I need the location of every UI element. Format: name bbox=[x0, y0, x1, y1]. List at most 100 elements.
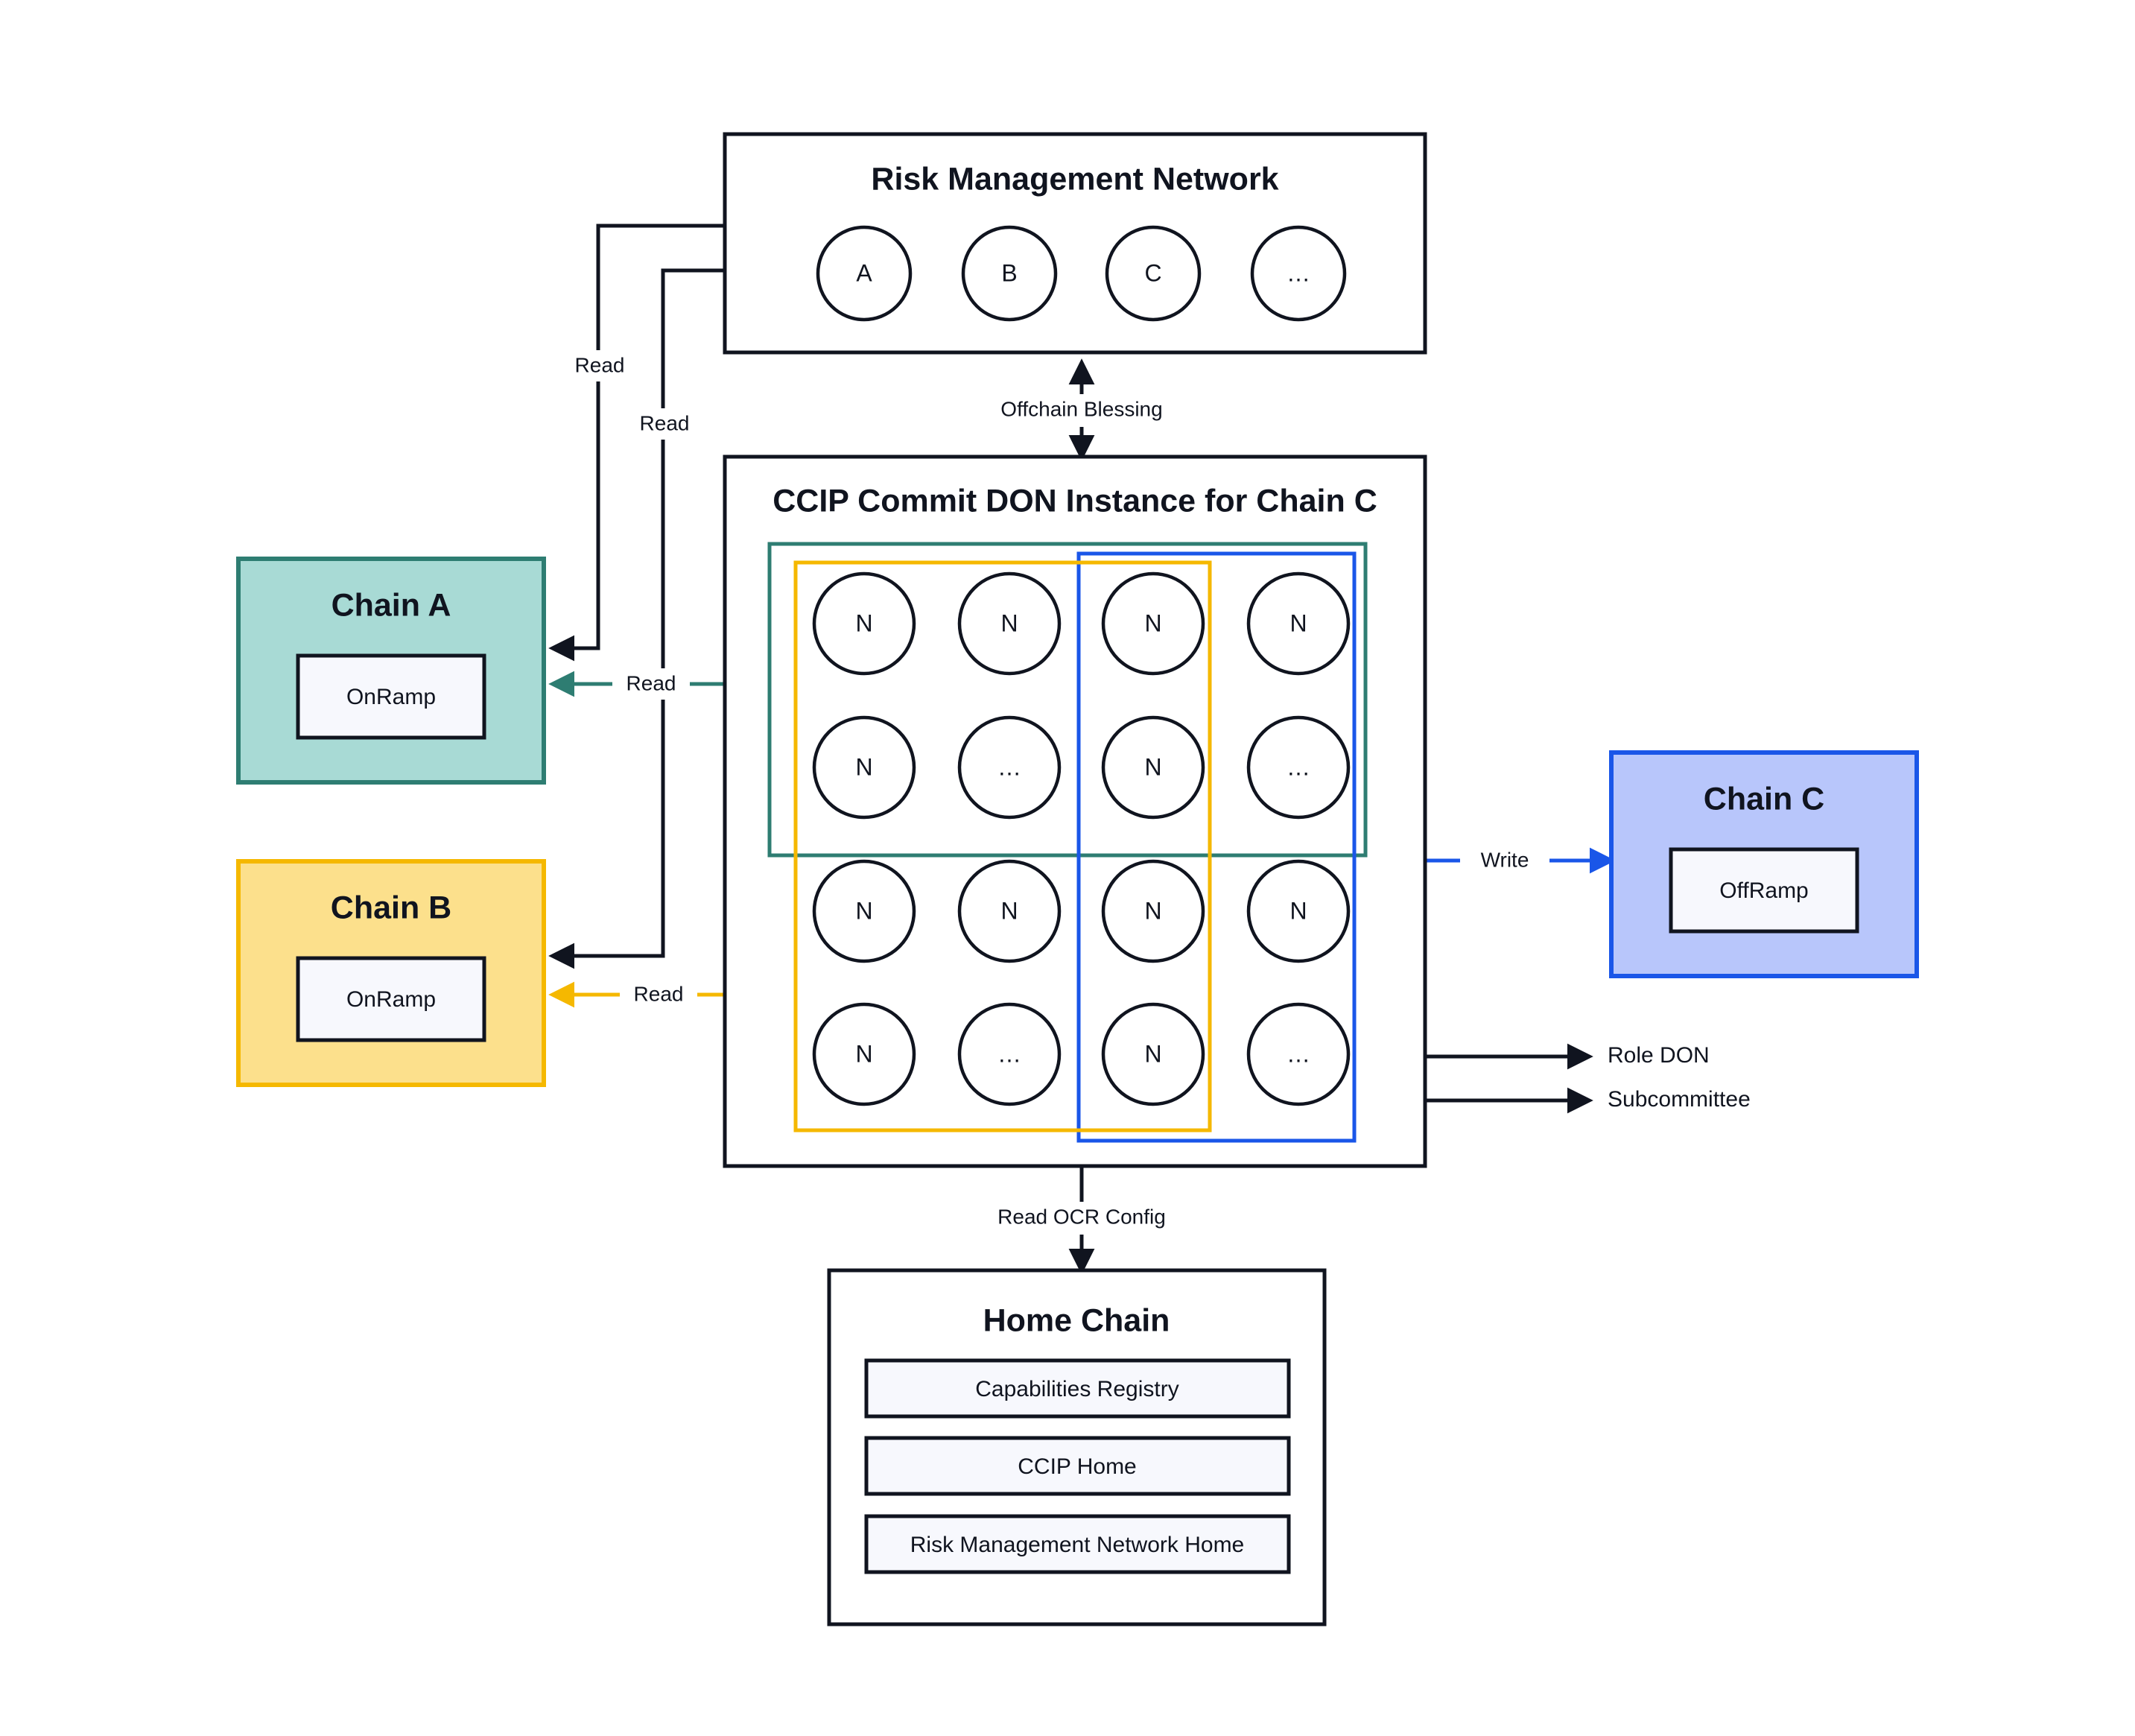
chain-c-offramp-box[interactable] bbox=[1669, 847, 1859, 934]
don-node-r3c1-label: N bbox=[855, 897, 872, 924]
chain-b-onramp-box[interactable] bbox=[296, 956, 486, 1042]
don-node-r2c3[interactable]: N bbox=[1101, 715, 1205, 820]
legend-role-don-label: Role DON bbox=[1608, 1043, 1710, 1068]
don-node-r2c2-circle bbox=[957, 715, 1062, 820]
don-node-r4c3[interactable]: N bbox=[1101, 1002, 1205, 1106]
chain-a-title: Chain A bbox=[331, 587, 451, 623]
home-chain-contract-rmn-home[interactable]: Risk Management Network Home bbox=[864, 1514, 1291, 1574]
don-node-r3c1-circle bbox=[812, 859, 916, 963]
rmn-node-ellipsis[interactable]: … bbox=[1250, 225, 1347, 322]
chain-b-box[interactable]: Chain B OnRamp bbox=[236, 859, 546, 1087]
rmn-node-c-label: C bbox=[1144, 259, 1161, 286]
ccip-home-label: CCIP Home bbox=[1018, 1454, 1137, 1479]
rmn-node-a[interactable]: A bbox=[816, 225, 913, 322]
don-node-r1c4-circle bbox=[1246, 571, 1351, 676]
rmn-node-b-label: B bbox=[1001, 259, 1017, 286]
rmn-node-b[interactable]: B bbox=[961, 225, 1058, 322]
don-node-r2c2-label: … bbox=[997, 753, 1021, 780]
don-node-r4c3-label: N bbox=[1144, 1040, 1161, 1067]
don-node-r1c1-label: N bbox=[855, 609, 872, 636]
don-node-r3c4-circle bbox=[1246, 859, 1351, 963]
don-node-r4c4-circle bbox=[1246, 1002, 1351, 1106]
rmn-node-a-label: A bbox=[856, 259, 872, 286]
don-node-r2c2[interactable]: … bbox=[957, 715, 1062, 820]
don-node-r4c3-circle bbox=[1101, 1002, 1205, 1106]
chain-b-title: Chain B bbox=[331, 890, 451, 925]
don-node-r3c4[interactable]: N bbox=[1246, 859, 1351, 963]
don-node-r1c4[interactable]: N bbox=[1246, 571, 1351, 676]
commit-don-box[interactable]: CCIP Commit DON Instance for Chain C N N… bbox=[723, 454, 1427, 1168]
label-don-read-chain-a: Read bbox=[612, 668, 690, 700]
chain-b-onramp-label: OnRamp bbox=[346, 987, 436, 1012]
label-don-read-chain-a-text: Read bbox=[626, 671, 676, 694]
don-node-r1c3[interactable]: N bbox=[1101, 571, 1205, 676]
edge-rmn-read-chain-b bbox=[548, 268, 725, 969]
rmn-node-a-circle bbox=[816, 225, 913, 322]
don-node-r1c3-circle bbox=[1101, 571, 1205, 676]
rmn-home-label: Risk Management Network Home bbox=[910, 1533, 1245, 1557]
don-node-r4c2-label: … bbox=[997, 1040, 1021, 1067]
label-rmn-read-chain-a: Read bbox=[562, 350, 637, 381]
don-node-r1c2[interactable]: N bbox=[957, 571, 1062, 676]
risk-management-network-box[interactable]: Risk Management Network A B C … bbox=[723, 132, 1427, 355]
rmn-node-c[interactable]: C bbox=[1105, 225, 1202, 322]
chain-c-offramp-label: OffRamp bbox=[1719, 878, 1809, 903]
rmn-home-box bbox=[864, 1514, 1291, 1574]
label-offchain-blessing: Offchain Blessing bbox=[976, 394, 1192, 427]
rmn-node-ellipsis-label: … bbox=[1287, 259, 1310, 286]
label-don-read-chain-b: Read bbox=[620, 979, 697, 1010]
don-node-r2c4-circle bbox=[1246, 715, 1351, 820]
commit-don-title: CCIP Commit DON Instance for Chain C bbox=[773, 483, 1377, 519]
don-node-r2c1[interactable]: N bbox=[812, 715, 916, 820]
don-node-r3c2-label: N bbox=[1000, 897, 1018, 924]
label-read-ocr-config: Read OCR Config bbox=[974, 1202, 1190, 1235]
rmn-node-ellipsis-circle bbox=[1250, 225, 1347, 322]
label-rmn-read-chain-b: Read bbox=[627, 408, 702, 440]
label-offchain-blessing-text: Offchain Blessing bbox=[1000, 397, 1162, 420]
don-node-r1c1[interactable]: N bbox=[812, 571, 916, 676]
don-node-r2c1-label: N bbox=[855, 753, 872, 780]
home-chain-title: Home Chain bbox=[983, 1302, 1170, 1338]
label-read-ocr-config-text: Read OCR Config bbox=[997, 1205, 1166, 1228]
chain-a-onramp-label: OnRamp bbox=[346, 685, 436, 709]
don-node-r2c1-circle bbox=[812, 715, 916, 820]
label-don-read-chain-b-text: Read bbox=[634, 982, 684, 1005]
don-node-r3c2[interactable]: N bbox=[957, 859, 1062, 963]
home-chain-box[interactable]: Home Chain Capabilities Registry CCIP Ho… bbox=[827, 1268, 1327, 1626]
home-chain-contract-ccip-home[interactable]: CCIP Home bbox=[864, 1436, 1291, 1496]
don-node-r1c2-circle bbox=[957, 571, 1062, 676]
don-node-r1c4-label: N bbox=[1289, 609, 1307, 636]
edge-rmn-read-chain-a bbox=[548, 224, 725, 662]
overlay-chain-b-subcommittee[interactable] bbox=[793, 560, 1212, 1132]
don-node-r2c3-label: N bbox=[1144, 753, 1161, 780]
don-node-r4c4[interactable]: … bbox=[1246, 1002, 1351, 1106]
rmn-title: Risk Management Network bbox=[871, 161, 1278, 197]
overlay-chain-c-role-don[interactable] bbox=[1076, 551, 1357, 1143]
chain-a-box[interactable]: Chain A OnRamp bbox=[236, 557, 546, 785]
don-node-r2c4[interactable]: … bbox=[1246, 715, 1351, 820]
capabilities-registry-label: Capabilities Registry bbox=[975, 1377, 1178, 1401]
don-node-r4c1-label: N bbox=[855, 1040, 872, 1067]
home-chain-contract-capabilities-registry[interactable]: Capabilities Registry bbox=[864, 1358, 1291, 1419]
chain-a-onramp-box[interactable] bbox=[296, 653, 486, 740]
label-don-write-chain-c-text: Write bbox=[1481, 848, 1529, 871]
label-rmn-read-chain-a-text: Read bbox=[575, 353, 625, 376]
don-node-r4c1[interactable]: N bbox=[812, 1002, 916, 1106]
chain-c-box[interactable]: Chain C OffRamp bbox=[1609, 750, 1919, 978]
label-rmn-read-chain-b-text: Read bbox=[640, 411, 690, 434]
don-node-r4c4-label: … bbox=[1287, 1040, 1310, 1067]
ccip-home-box bbox=[864, 1436, 1291, 1496]
overlay-chain-a-subcommittee[interactable] bbox=[767, 542, 1368, 858]
don-node-r4c2-circle bbox=[957, 1002, 1062, 1106]
don-node-r3c3[interactable]: N bbox=[1101, 859, 1205, 963]
don-node-r4c2[interactable]: … bbox=[957, 1002, 1062, 1106]
legend-subcommittee-label: Subcommittee bbox=[1608, 1087, 1751, 1112]
don-node-r3c3-circle bbox=[1101, 859, 1205, 963]
capabilities-registry-box bbox=[864, 1358, 1291, 1419]
rmn-node-c-circle bbox=[1105, 225, 1202, 322]
don-node-r1c2-label: N bbox=[1000, 609, 1018, 636]
don-node-r2c3-circle bbox=[1101, 715, 1205, 820]
don-node-r3c1[interactable]: N bbox=[812, 859, 916, 963]
don-node-r4c1-circle bbox=[812, 1002, 916, 1106]
